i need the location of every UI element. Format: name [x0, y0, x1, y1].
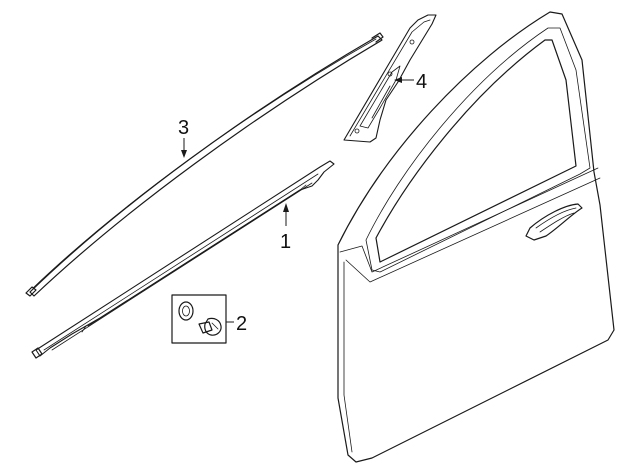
callout-leaders — [181, 77, 414, 323]
callout-2: 2 — [236, 313, 247, 335]
part-4-applique — [343, 14, 437, 143]
callout-1: 1 — [280, 231, 291, 253]
part-3-upper-molding — [25, 32, 384, 297]
callout-4: 4 — [416, 71, 427, 93]
front-door-panel — [337, 11, 615, 463]
fastener-box — [171, 294, 227, 344]
callout-3: 3 — [178, 117, 189, 139]
part-1-belt-molding — [31, 160, 335, 359]
part-2-fastener-set — [171, 294, 227, 344]
